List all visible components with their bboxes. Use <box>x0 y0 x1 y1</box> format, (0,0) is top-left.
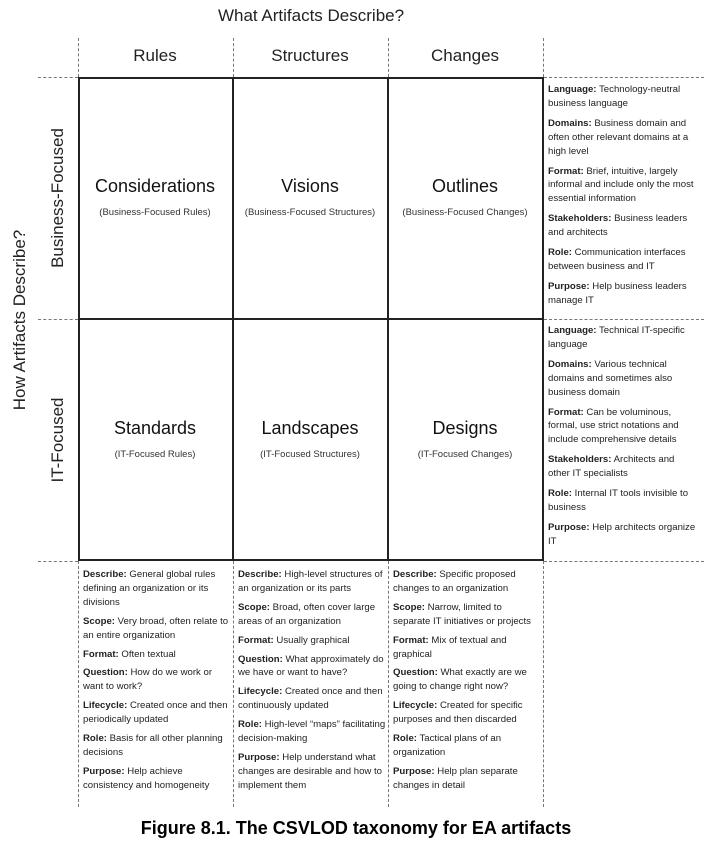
detail-item: Format: Usually graphical <box>238 634 350 646</box>
dashed-guide <box>543 38 544 77</box>
dashed-guide <box>233 561 234 807</box>
cell-subtitle: (IT-Focused Structures) <box>260 449 360 460</box>
detail-item: Purpose: Help architects organize IT <box>548 521 696 547</box>
detail-item: Role: High-level “maps” facilitating dec… <box>238 719 386 745</box>
detail-item: Question: What exactly are we going to c… <box>393 667 527 693</box>
detail-item: Stakeholders: Architects and other IT sp… <box>548 454 675 480</box>
dashed-guide <box>544 561 704 562</box>
detail-item: Stakeholders: Business leaders and archi… <box>548 213 688 239</box>
detail-item: Format: Can be voluminous, formal, use s… <box>548 406 679 446</box>
left-axis-title: How Artifacts Describe? <box>10 229 29 411</box>
rules-details: Describe: General global rules defining … <box>83 568 231 798</box>
detail-item: Question: What approximately do we have … <box>238 653 384 679</box>
detail-item: Scope: Broad, often cover large areas of… <box>238 601 376 627</box>
cell-title: Outlines <box>431 176 499 196</box>
dashed-guide <box>543 561 544 807</box>
column-header-structures: Structures <box>271 46 349 65</box>
cell-title: Considerations <box>94 176 216 196</box>
detail-item: Purpose: Help business leaders manage IT <box>548 280 687 306</box>
detail-item: Role: Tactical plans of an organization <box>393 733 502 758</box>
detail-item: Purpose: Help plan separate changes in d… <box>393 765 518 791</box>
detail-item: Describe: High-level structures of an or… <box>238 569 383 594</box>
detail-item: Question: How do we work or want to work… <box>83 667 213 693</box>
it-focused-details: Language: Technical IT-specific language… <box>548 324 698 555</box>
dashed-guide <box>38 319 78 320</box>
top-axis-title: What Artifacts Describe? <box>217 6 405 25</box>
cell-subtitle: (IT-Focused Rules) <box>114 449 196 460</box>
changes-details: Describe: Specific proposed changes to a… <box>393 568 541 798</box>
grid-divider <box>78 318 544 320</box>
cell-subtitle: (Business-Focused Rules) <box>99 207 211 218</box>
detail-item: Language: Technology-neutral business la… <box>548 84 681 109</box>
dashed-guide <box>388 561 389 807</box>
detail-item: Purpose: Help achieve consistency and ho… <box>83 765 210 791</box>
row-header-it-focused: IT-Focused <box>48 397 67 483</box>
cell-standards: Standards (IT-Focused Rules) <box>78 418 232 460</box>
detail-item: Purpose: Help understand what changes ar… <box>238 751 383 791</box>
cell-outlines: Outlines (Business-Focused Changes) <box>388 176 542 218</box>
detail-item: Scope: Narrow, limited to separate IT in… <box>393 601 531 627</box>
structures-details: Describe: High-level structures of an or… <box>238 568 386 798</box>
cell-title: Landscapes <box>261 418 359 438</box>
dashed-guide <box>233 38 234 77</box>
dashed-guide <box>78 38 79 77</box>
cell-visions: Visions (Business-Focused Structures) <box>233 176 387 218</box>
cell-considerations: Considerations (Business-Focused Rules) <box>78 176 232 218</box>
detail-item: Language: Technical IT-specific language <box>548 325 685 350</box>
column-header-rules: Rules <box>133 46 177 65</box>
dashed-guide <box>38 561 78 562</box>
detail-item: Format: Mix of textual and graphical <box>393 634 507 660</box>
business-focused-details: Language: Technology-neutral business la… <box>548 83 698 314</box>
cell-title: Standards <box>113 418 197 438</box>
cell-title: Visions <box>281 176 339 196</box>
detail-item: Describe: Specific proposed changes to a… <box>393 569 516 594</box>
figure-caption: Figure 8.1. The CSVLOD taxonomy for EA a… <box>140 818 572 838</box>
cell-subtitle: (Business-Focused Changes) <box>402 207 528 218</box>
cell-landscapes: Landscapes (IT-Focused Structures) <box>233 418 387 460</box>
detail-item: Format: Brief, intuitive, largely inform… <box>548 165 694 205</box>
detail-item: Role: Communication interfaces between b… <box>548 247 686 272</box>
dashed-guide <box>388 38 389 77</box>
dashed-guide <box>78 561 79 807</box>
detail-item: Domains: Business domain and often other… <box>548 117 689 157</box>
cell-designs: Designs (IT-Focused Changes) <box>388 418 542 460</box>
detail-item: Domains: Various technical domains and s… <box>548 358 673 398</box>
detail-item: Lifecycle: Created once and then periodi… <box>83 700 228 726</box>
detail-item: Lifecycle: Created for specific purposes… <box>393 700 523 726</box>
detail-item: Scope: Very broad, often relate to an en… <box>83 615 229 641</box>
column-header-changes: Changes <box>430 46 500 65</box>
detail-item: Format: Often textual <box>83 648 176 660</box>
cell-title: Designs <box>432 418 498 438</box>
detail-item: Lifecycle: Created once and then continu… <box>238 686 383 712</box>
cell-subtitle: (Business-Focused Structures) <box>244 207 376 218</box>
cell-subtitle: (IT-Focused Changes) <box>417 449 513 460</box>
detail-item: Describe: General global rules defining … <box>83 569 216 608</box>
dashed-guide <box>38 77 78 78</box>
dashed-guide <box>544 319 704 320</box>
row-header-business-focused: Business-Focused <box>48 128 67 268</box>
dashed-guide <box>544 77 704 78</box>
detail-item: Role: Internal IT tools invisible to bus… <box>548 488 689 513</box>
detail-item: Role: Basis for all other planning decis… <box>83 733 223 758</box>
